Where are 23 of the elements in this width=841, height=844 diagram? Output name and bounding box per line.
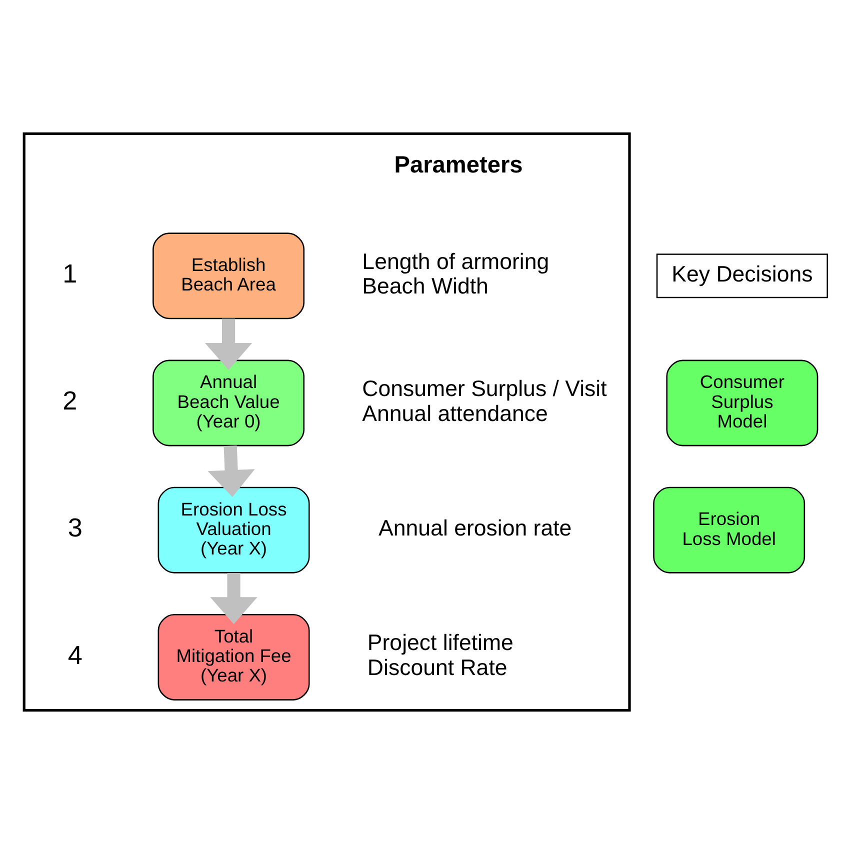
node-label: Annual erosion rate bbox=[378, 515, 572, 540]
arrow bbox=[210, 572, 258, 624]
node-box: Annual Beach Value (Year 0) bbox=[152, 360, 305, 446]
node-label: Length of armoring bbox=[362, 248, 550, 274]
node-label: 1 bbox=[62, 258, 78, 288]
cluster bbox=[22, 132, 631, 712]
node-label: 4 bbox=[68, 640, 83, 670]
node-box: Erosion Loss Model bbox=[653, 486, 806, 574]
node-box: Total Mitigation Fee (Year X) bbox=[158, 614, 310, 700]
node-box: Erosion Loss Valuation (Year X) bbox=[158, 486, 310, 574]
arrow bbox=[204, 318, 252, 370]
node-box: Consumer Surplus Model bbox=[666, 360, 818, 446]
label: Parameters bbox=[394, 151, 523, 178]
node-box: Establish Beach Area bbox=[152, 232, 305, 320]
node-label: 3 bbox=[68, 512, 83, 543]
node-label: Discount Rate bbox=[367, 655, 508, 680]
node-label: Annual attendance bbox=[362, 400, 548, 426]
arrow bbox=[208, 445, 255, 498]
node-label: 2 bbox=[62, 386, 78, 416]
node-label: Consumer Surplus / Visit bbox=[362, 376, 607, 401]
node-label: Beach Width bbox=[362, 274, 488, 299]
node-label: Project lifetime bbox=[367, 630, 514, 656]
node-box: Key Decisions bbox=[656, 254, 828, 298]
